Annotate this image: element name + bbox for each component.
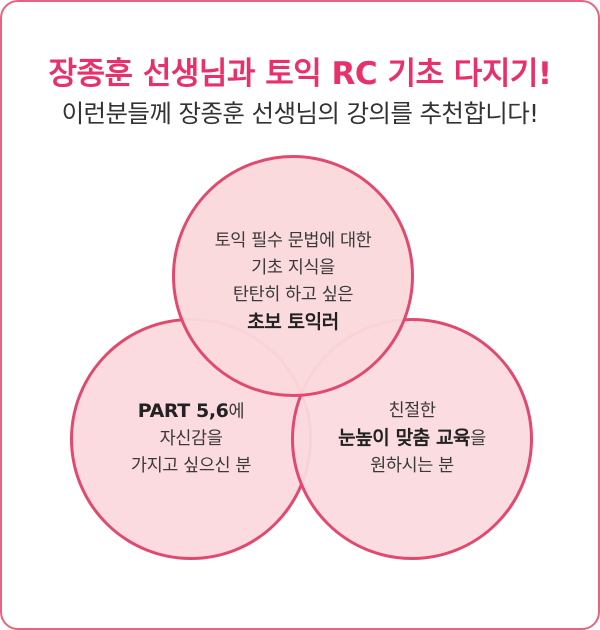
circle-part56-line-3: 가지고 싶으신 분 <box>130 456 252 476</box>
circle-beginner: 토익 필수 문법에 대한 기초 지식을 탄탄히 하고 싶은 초보 토익러 <box>172 155 414 397</box>
circle-beginner-line-2: 기초 지식을 <box>251 258 335 278</box>
circle-custom-teaching-emphasis: 눈높이 맞춤 교육 <box>338 427 471 449</box>
circle-beginner-line-3: 탄탄히 하고 싶은 <box>232 285 354 305</box>
circle-custom-teaching-text: 친절한 눈높이 맞춤 교육을 원하시는 분 <box>294 398 530 480</box>
circle-part56-text: PART 5,6에 자신감을 가지고 싶으신 분 <box>73 398 309 480</box>
circle-custom-teaching-line-1: 친절한 <box>388 401 436 421</box>
circle-beginner-emphasis: 초보 토익러 <box>247 311 339 333</box>
circle-part56-line-1: PART 5,6에 <box>73 398 309 426</box>
circle-part56-particle: 에 <box>228 402 245 422</box>
circle-custom-teaching-line-3: 원하시는 분 <box>370 456 454 476</box>
circle-custom-teaching-particle: 을 <box>470 429 486 449</box>
circle-beginner-text: 토익 필수 문법에 대한 기초 지식을 탄탄히 하고 싶은 초보 토익러 <box>175 228 411 336</box>
circle-part56-line-2: 자신감을 <box>159 429 223 449</box>
circle-part56-emphasis: PART 5,6 <box>137 400 229 422</box>
circle-custom-teaching-line-2: 눈높이 맞춤 교육을 <box>294 425 530 453</box>
subheadline: 이런분들께 장종훈 선생님의 강의를 추천합니다! <box>61 99 539 128</box>
circle-beginner-line-1: 토익 필수 문법에 대한 <box>214 231 372 251</box>
headline: 장종훈 선생님과 토익 RC 기초 다지기! <box>48 56 553 92</box>
